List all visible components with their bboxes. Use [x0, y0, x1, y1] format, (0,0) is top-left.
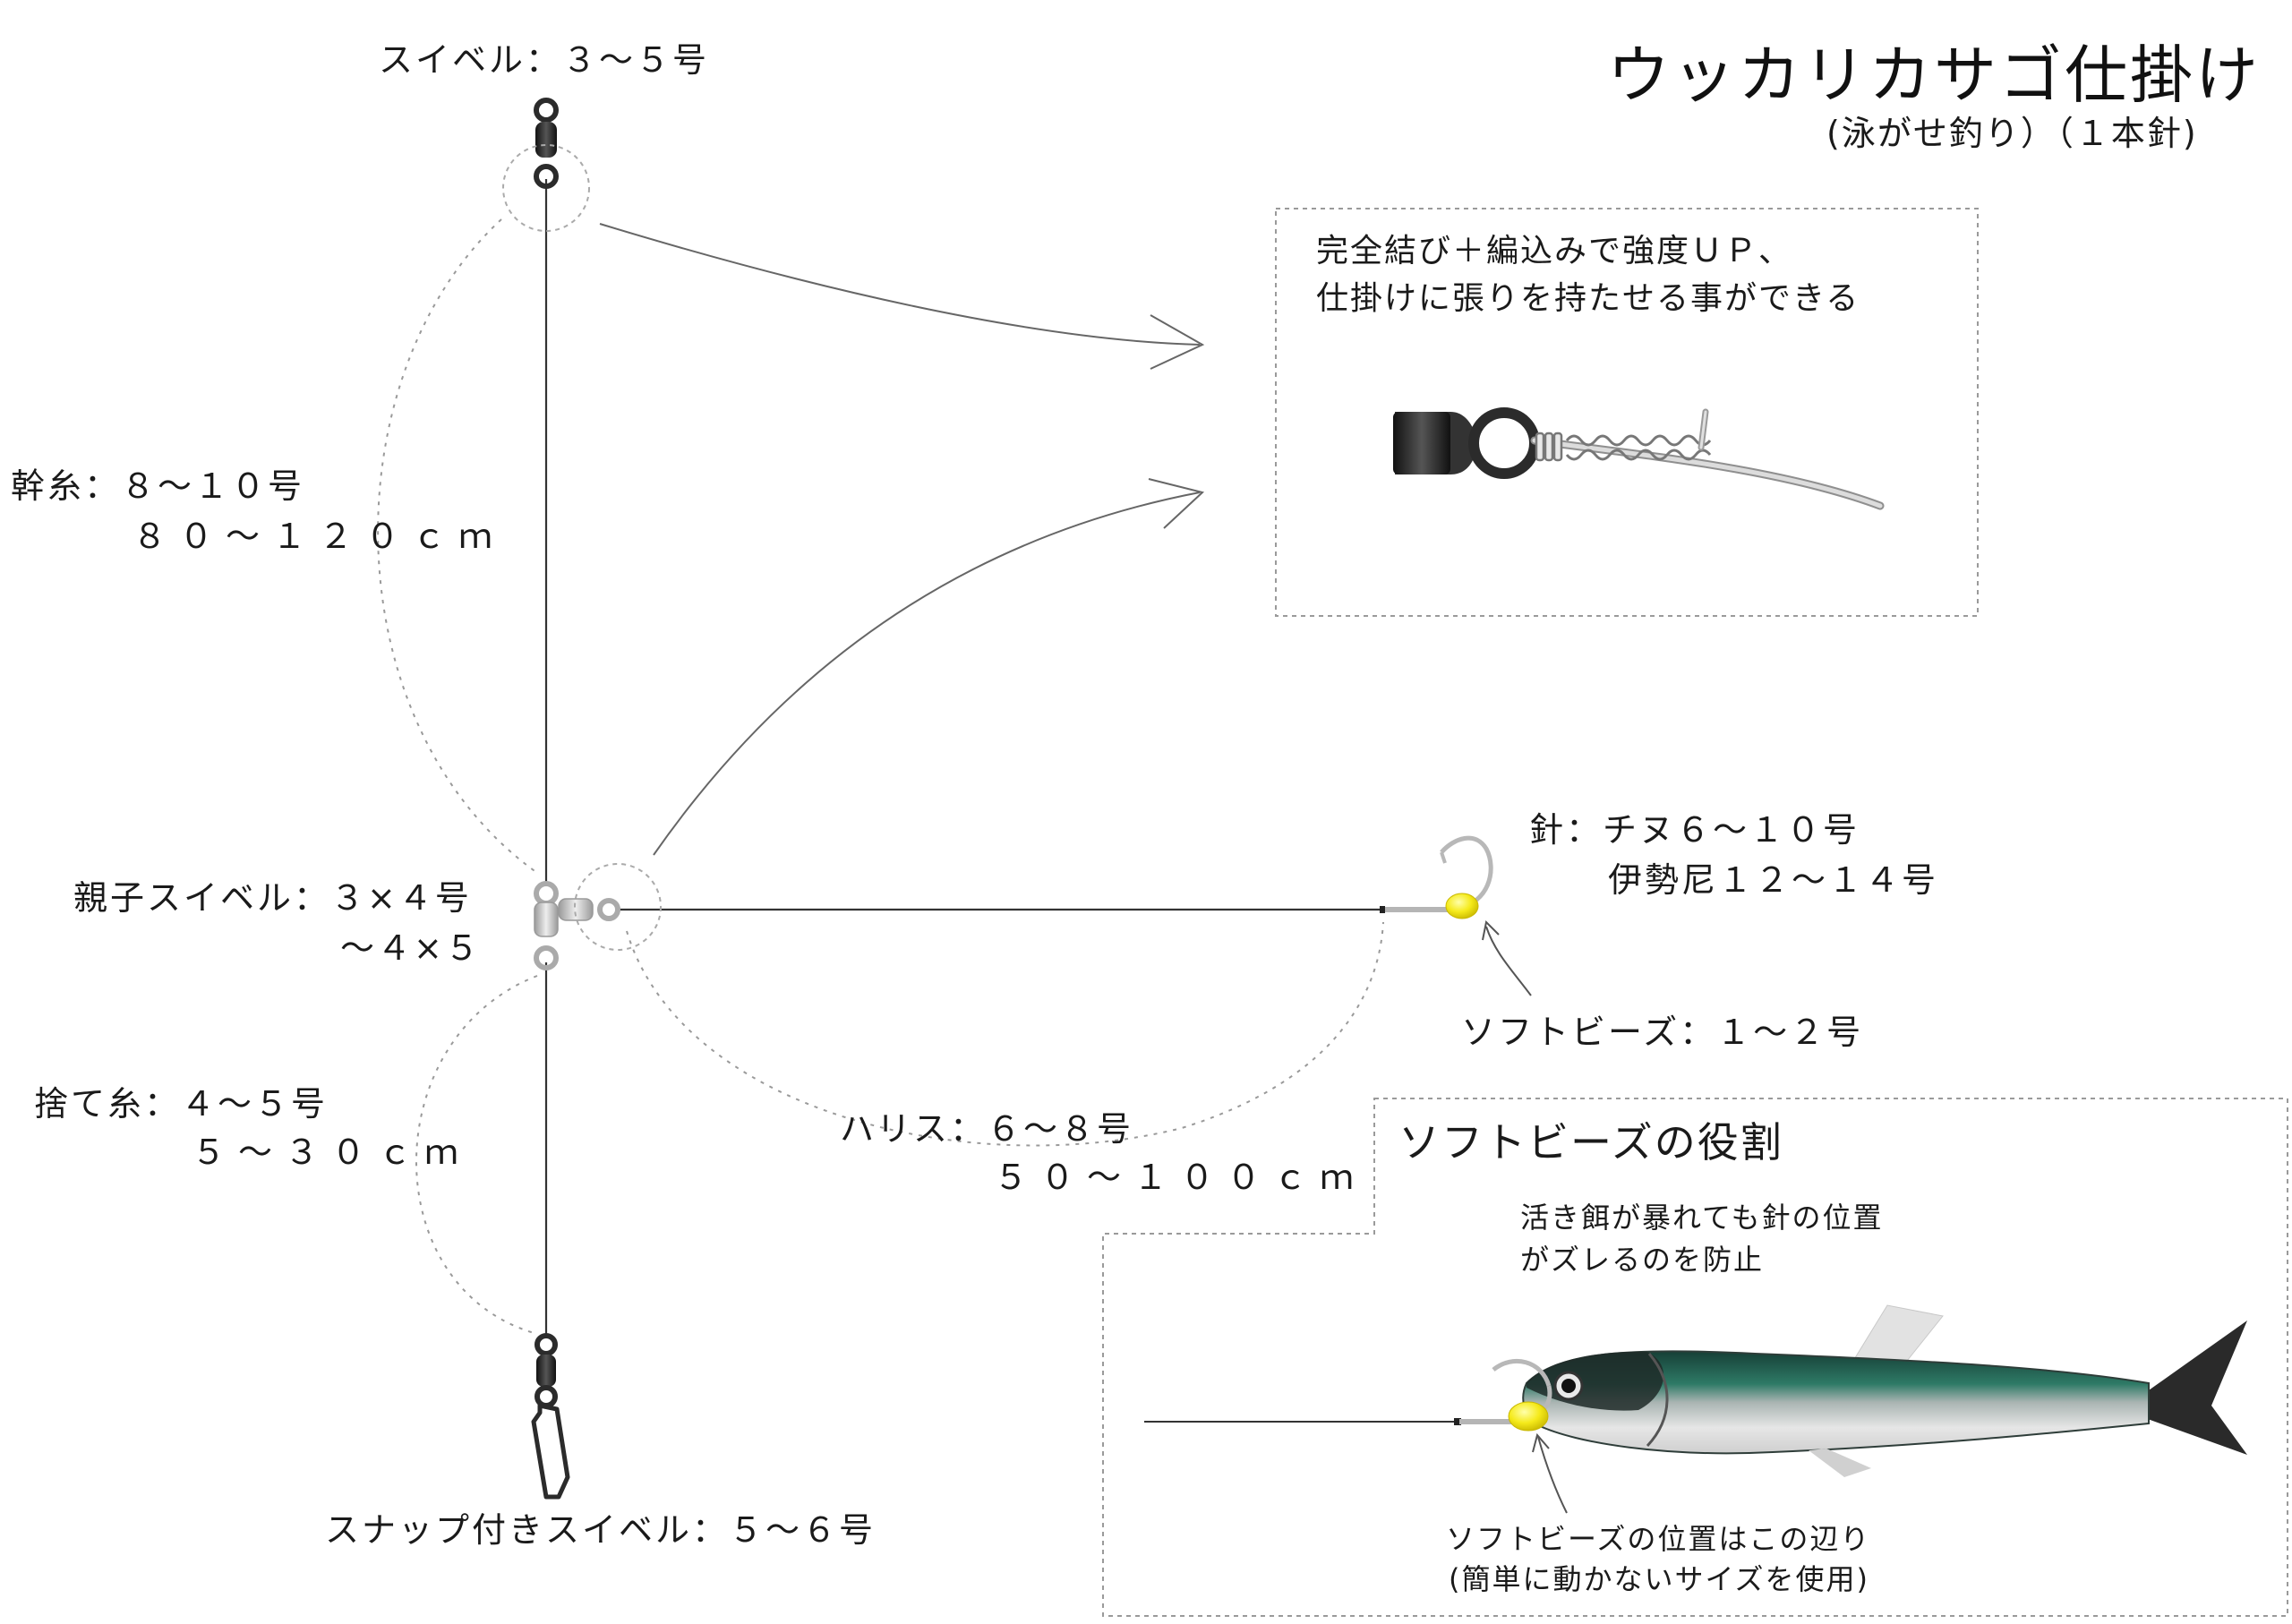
- beads-position-note2: (簡単に動かないサイズを使用): [1449, 1562, 1870, 1596]
- beads-info-box: [1102, 1098, 2288, 1617]
- harisu-label: ハリス：６～８号: [840, 1109, 1134, 1149]
- oyako-swivel-size-label: ～４×５: [340, 928, 482, 968]
- knot-detail-box: [1275, 208, 1979, 617]
- hook-size-label: 伊勢尼１２～１４号: [1608, 860, 1939, 900]
- bead-pointer-arrow: [1485, 926, 1532, 996]
- hook-icon: [1380, 835, 1493, 919]
- knot-note-line1: 完全結び＋編込みで強度ＵＰ、: [1316, 233, 1793, 269]
- sute-ito-label: 捨て糸：４～５号: [34, 1084, 329, 1124]
- snap-swivel-label: スナップ付きスイベル：５～６号: [325, 1510, 877, 1550]
- hook-label: 針：チヌ６～１０号: [1529, 810, 1860, 850]
- harisu-arc: [626, 921, 1384, 1147]
- harisu-length-label: ５０～１００ｃｍ: [994, 1158, 1367, 1197]
- soft-beads-label: ソフトビーズ：１～２号: [1461, 1013, 1864, 1052]
- sute-ito-length-label: ５～３０ｃｍ: [192, 1133, 472, 1172]
- sute-ito-arc: [415, 975, 538, 1335]
- oyako-swivel-highlight: [574, 863, 662, 951]
- main-line-arc: [377, 218, 538, 874]
- main-line-length-label: ８０～１２０ｃｍ: [133, 517, 506, 556]
- beads-note-heading: ソフトビーズの役割: [1398, 1118, 1783, 1167]
- page-subtitle: (泳がせ釣り）（１本針): [1826, 114, 2198, 153]
- beads-note-desc1: 活き餌が暴れても針の位置: [1520, 1201, 1884, 1235]
- soft-bead-icon: [1445, 893, 1479, 919]
- knot-detail-illustration: [1393, 407, 1885, 510]
- page-title: ウッカリカサゴ仕掛け: [1607, 38, 2261, 112]
- knot-note-line2: 仕掛けに張りを持たせる事ができる: [1316, 280, 1860, 317]
- main-line-label: 幹糸：８～１０号: [11, 466, 305, 506]
- oyako-swivel-icon: [534, 881, 620, 970]
- oyako-swivel-label: 親子スイベル：３×４号: [73, 878, 472, 918]
- baitfish-illustration: [1144, 1304, 2247, 1477]
- snap-swivel-icon: [531, 1333, 570, 1500]
- swivel-label: スイベル：３～５号: [379, 40, 710, 80]
- beads-position-note1: ソフトビーズの位置はこの辺り: [1446, 1522, 1871, 1556]
- bead-position-arrow: [1537, 1436, 1568, 1514]
- knot-arrow-bottom: [653, 491, 1201, 856]
- top-swivel-highlight: [502, 144, 590, 232]
- knot-arrow-top: [599, 223, 1201, 346]
- beads-note-desc2: がズレるのを防止: [1520, 1243, 1765, 1277]
- top-swivel-icon: [534, 98, 559, 189]
